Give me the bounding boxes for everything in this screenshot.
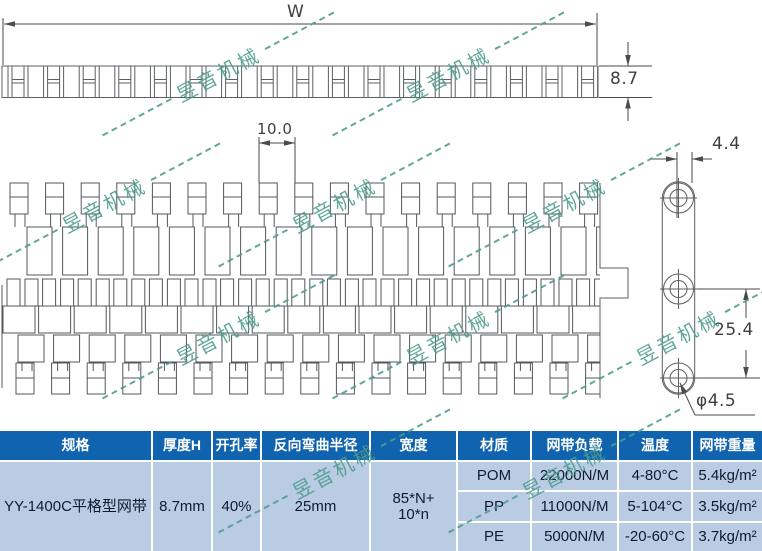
open-area-value: 40% <box>213 462 260 551</box>
dim-label-plate: 4.4 <box>712 134 741 154</box>
material-weight: 5.4kg/m² <box>693 462 762 491</box>
dim-label-pitch: 10.0 <box>257 120 293 138</box>
col-header-temp: 温度 <box>619 431 691 460</box>
width-formula-line2: 10*n <box>398 505 429 523</box>
col-header-bend-radius: 反向弯曲半径 <box>262 431 369 460</box>
dim-label-hole-spacing: 25.4 <box>714 320 754 340</box>
col-header-open-area: 开孔率 <box>213 431 260 460</box>
material-weight: 3.7kg/m² <box>693 522 762 551</box>
spec-table: 规格 厚度H 开孔率 反向弯曲半径 宽度 材质 网带负载 温度 网带重量 YY-… <box>0 431 762 551</box>
material-load: 11000N/M <box>532 492 617 521</box>
dim-label-thickness: 8.7 <box>610 69 639 89</box>
dim-label-hole-diameter: φ4.5 <box>696 391 737 411</box>
bend-radius-value: 25mm <box>262 462 369 551</box>
width-formula: 85*N+ 10*n <box>371 462 456 551</box>
material-temp: 5-104°C <box>619 492 691 521</box>
width-formula-line1: 85*N+ <box>392 489 435 507</box>
thickness-value: 8.7mm <box>153 462 211 551</box>
col-header-width: 宽度 <box>371 431 456 460</box>
material-temp: -20-60°C <box>619 522 691 551</box>
material-name: PE <box>458 522 530 551</box>
col-header-load: 网带负载 <box>532 431 617 460</box>
material-weight: 3.5kg/m² <box>693 492 762 521</box>
col-header-material: 材质 <box>458 431 530 460</box>
col-header-weight: 网带重量 <box>693 431 762 460</box>
material-temp: 4-80°C <box>619 462 691 491</box>
material-load: 22000N/M <box>532 462 617 491</box>
col-header-thickness: 厚度H <box>153 431 211 460</box>
dim-label-width: W <box>287 2 305 22</box>
col-header-spec: 规格 <box>0 431 151 460</box>
material-load: 5000N/M <box>532 522 617 551</box>
material-name: PP <box>458 492 530 521</box>
material-name: POM <box>458 462 530 491</box>
technical-drawing <box>1 13 760 416</box>
spec-name: YY-1400C平格型网带 <box>0 462 151 551</box>
